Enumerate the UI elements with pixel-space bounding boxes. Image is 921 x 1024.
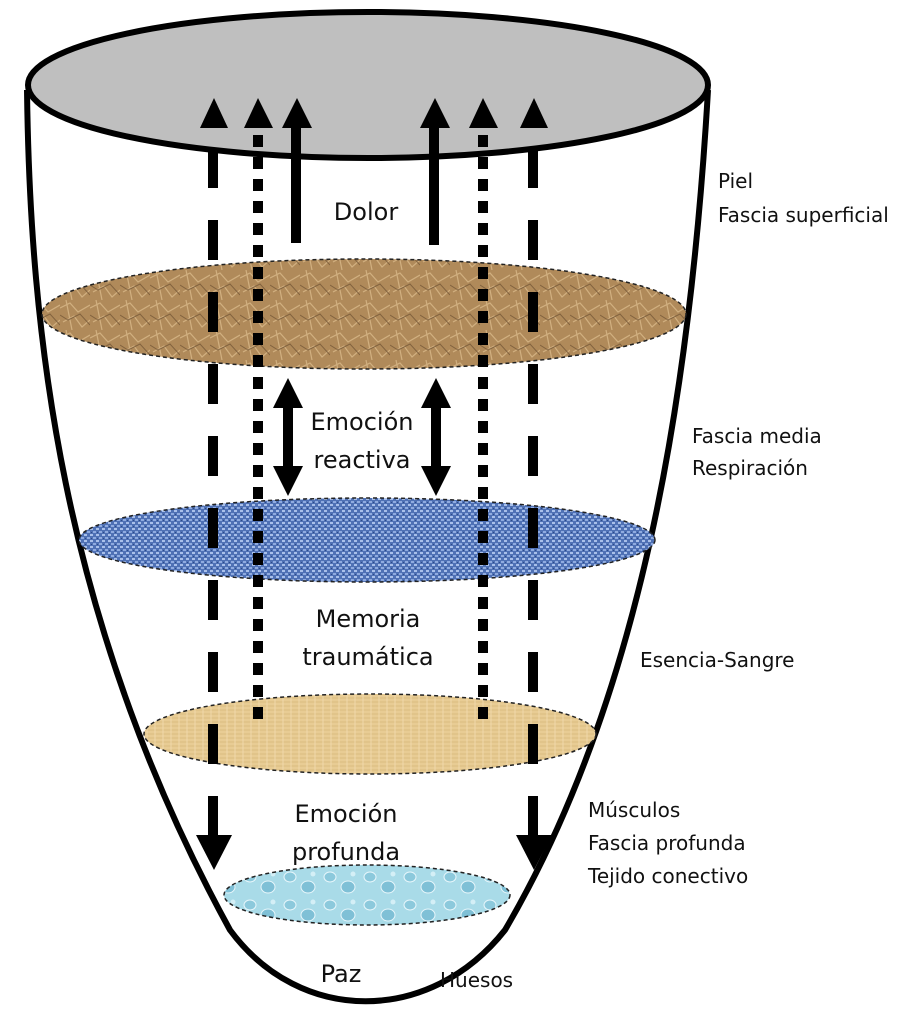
label-fascia-media: Fascia media [692,424,822,448]
label-tejido-conectivo: Tejido conectivo [587,864,748,888]
label-fascia-profunda: Fascia profunda [588,831,746,855]
label-emocion-reactiva-line1: Emoción [311,408,414,436]
label-emocion-profunda-line1: Emoción [295,800,398,828]
container-rim [25,9,711,161]
dashed-arrow-left [196,98,232,870]
double-arrow-left [273,378,303,496]
label-esencia-sangre: Esencia-Sangre [640,648,794,672]
dashed-arrow-right [516,98,552,870]
dotted-arrow-left [244,98,273,728]
solid-arrow-left [282,98,312,243]
label-emocion-reactiva-line2: reactiva [314,446,411,474]
skin-layer [41,258,687,370]
label-emocion-profunda-line2: profunda [292,838,400,866]
double-arrow-right [421,378,451,496]
label-memoria-line2: traumática [302,643,433,671]
container-outline [24,89,711,1005]
middle-layer [78,497,656,583]
dotted-arrow-right [469,98,498,728]
label-paz: Paz [321,960,362,988]
label-musculos: Músculos [588,798,680,822]
label-respiracion: Respiración [692,456,808,480]
solid-arrow-right [420,98,450,245]
label-fascia-superficial: Fascia superficial [718,203,889,227]
label-piel: Piel [718,169,753,193]
deep-layer [223,864,511,926]
label-dolor: Dolor [334,198,399,226]
label-huesos: Huesos [440,968,513,992]
label-memoria-line1: Memoria [316,605,421,633]
